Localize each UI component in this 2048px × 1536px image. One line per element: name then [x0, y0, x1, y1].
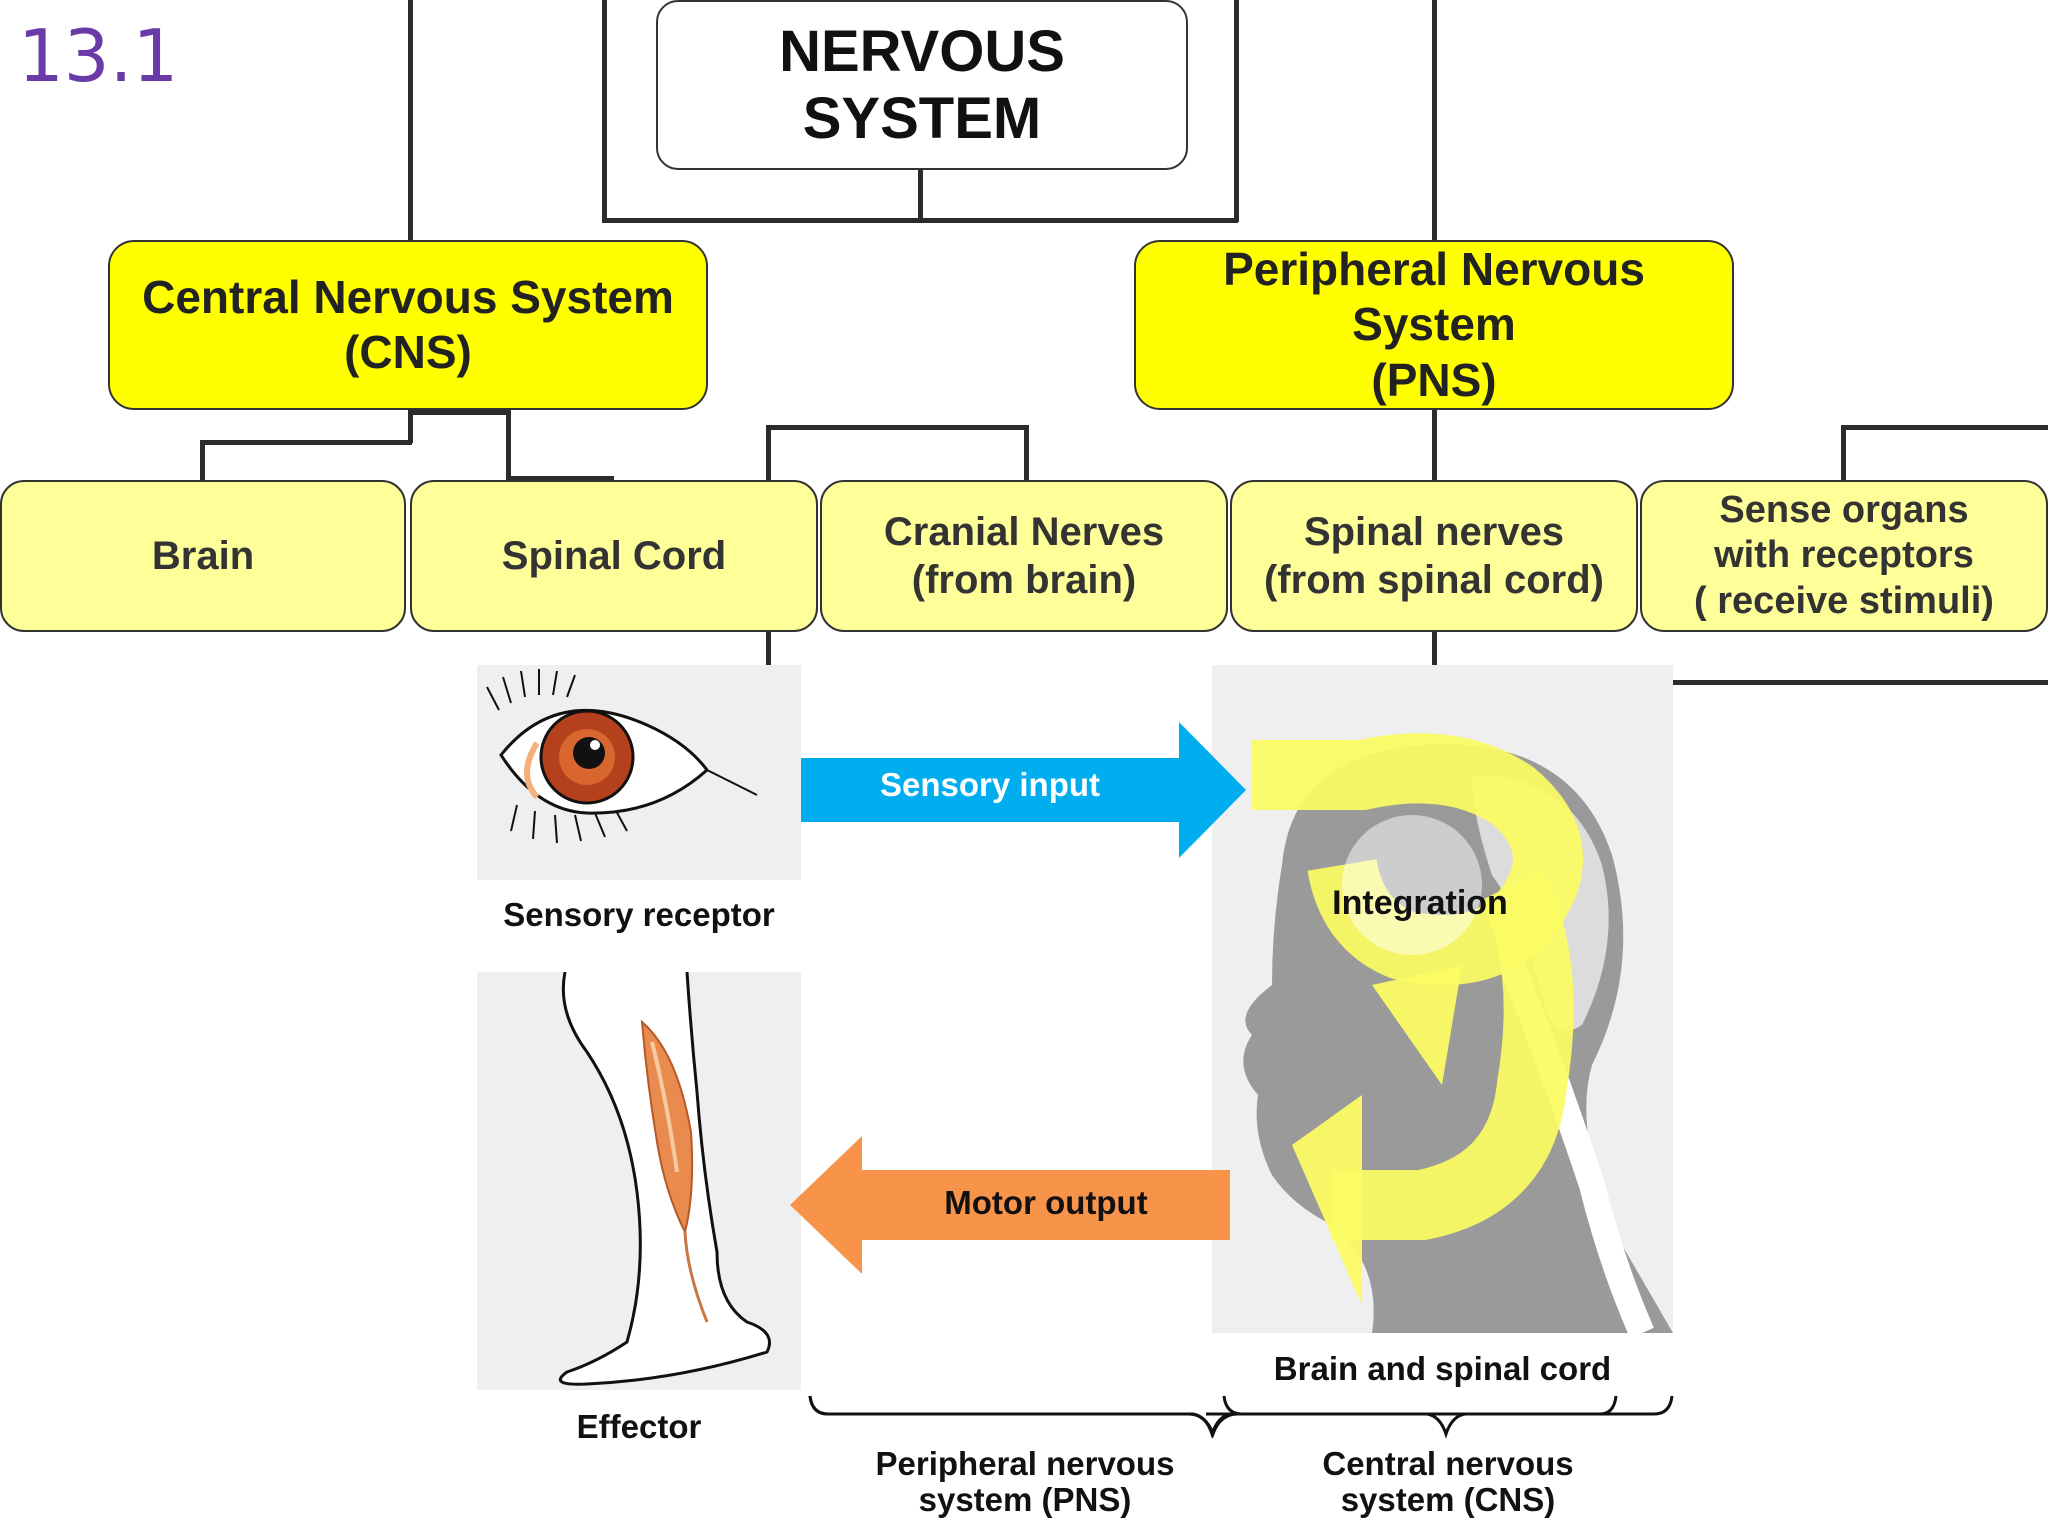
cns-caption-line2: system (CNS) — [1340, 1481, 1556, 1519]
sensory-input-label: Sensory input — [879, 766, 1101, 803]
cranial-nerves-box: Cranial Nerves (from brain) — [820, 480, 1228, 632]
head-silhouette-icon — [1243, 733, 1673, 1339]
sense-organs-box: Sense organs with receptors ( receive st… — [1640, 480, 2048, 632]
effector-caption: Effector — [576, 1408, 702, 1445]
integration-label: Integration — [1332, 884, 1508, 922]
sense-organs-line3: ( receive stimuli) — [1694, 579, 1994, 622]
cns-brace — [1222, 1395, 1674, 1439]
pns-caption-line2: system (PNS) — [918, 1481, 1132, 1519]
sensory-input-arrow: Sensory input — [801, 722, 1246, 858]
eye-icon — [486, 669, 758, 844]
cns-abbr: (CNS) — [344, 326, 472, 378]
nervous-system-label: NERVOUS SYSTEM — [779, 19, 1065, 151]
sensory-receptor-caption: Sensory receptor — [503, 896, 775, 933]
cranial-nerves-line2: (from brain) — [911, 558, 1137, 602]
motor-output-label: Motor output — [944, 1184, 1148, 1221]
sense-organs-line1: Sense organs — [1719, 488, 1969, 531]
spinal-cord-label: Spinal Cord — [501, 534, 727, 578]
cns-box: Central Nervous System (CNS) — [108, 240, 708, 410]
spinal-nerves-line1: Spinal nerves — [1303, 510, 1565, 554]
spinal-nerves-box: Spinal nerves (from spinal cord) — [1230, 480, 1638, 632]
nervous-system-box: NERVOUS SYSTEM — [656, 0, 1188, 170]
pns-title: Peripheral Nervous System — [1223, 243, 1645, 351]
cns-caption: Central nervous system (CNS) — [1248, 1445, 1648, 1519]
motor-output-arrow: Motor output — [790, 1136, 1230, 1274]
brain-and-spinal-cord-caption: Brain and spinal cord — [1273, 1350, 1612, 1387]
pns-abbr: (PNS) — [1371, 353, 1497, 406]
pns-caption-line1: Peripheral nervous — [875, 1445, 1175, 1482]
brain-box: Brain — [0, 480, 406, 632]
slide-number: 13.1 — [18, 14, 179, 98]
spinal-nerves-line2: (from spinal cord) — [1263, 558, 1605, 602]
cns-title: Central Nervous System — [142, 270, 674, 323]
spinal-cord-box: Spinal Cord — [410, 480, 818, 632]
leg-icon — [558, 971, 771, 1386]
brain-label: Brain — [151, 534, 255, 578]
pns-box: Peripheral Nervous System (PNS) — [1134, 240, 1734, 410]
eye-panel — [477, 665, 801, 880]
sense-organs-line2: with receptors — [1714, 534, 1974, 577]
cns-caption-line1: Central nervous — [1322, 1445, 1574, 1482]
head-panel — [1212, 665, 1673, 1339]
cranial-nerves-line1: Cranial Nerves — [883, 510, 1165, 554]
pns-caption: Peripheral nervous system (PNS) — [830, 1445, 1220, 1519]
leg-panel — [477, 971, 801, 1390]
